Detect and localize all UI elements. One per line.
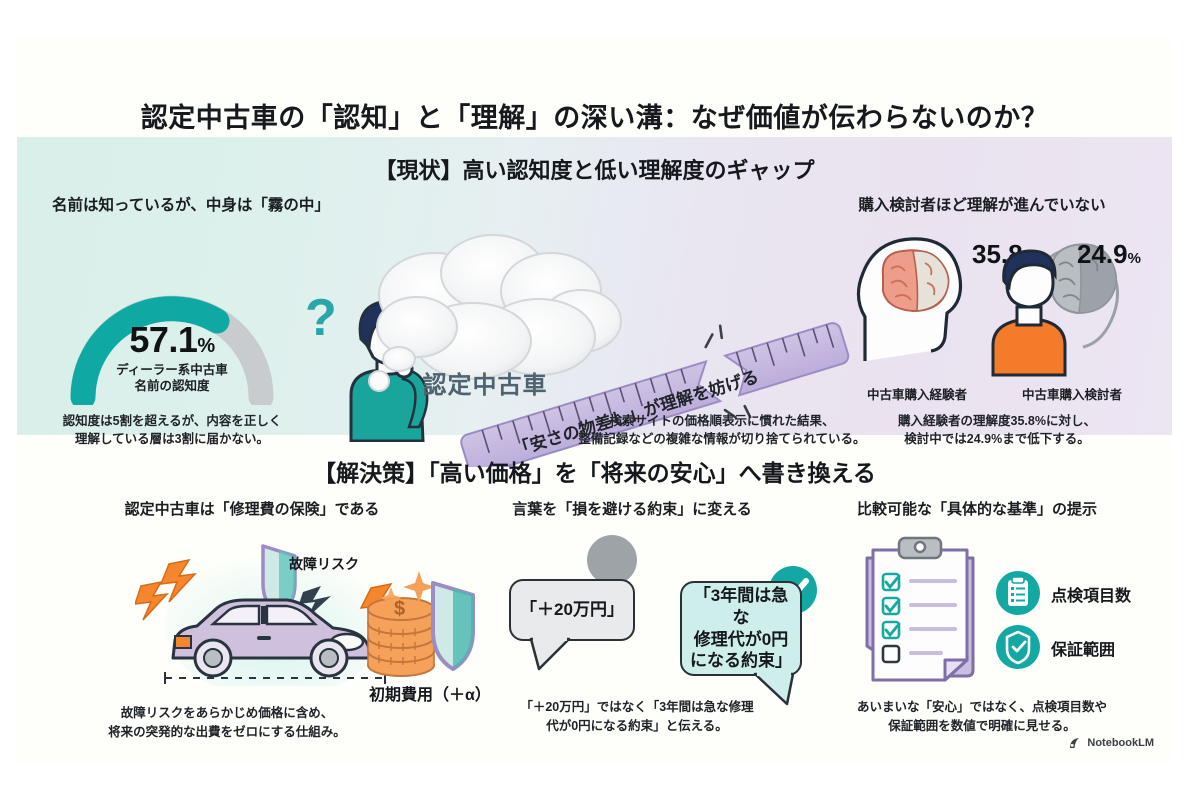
svg-text:$: $ <box>394 598 405 620</box>
initial-cost-label: 初期費用（＋α） <box>369 687 491 704</box>
ruler-caption-line1: 検索サイトの価格順表示に慣れた結果、 <box>609 414 835 428</box>
gauge-label-line2: 名前の認知度 <box>134 379 210 394</box>
solution-heading: 【解決策】「高い価格」を「将来の安心」へ書き換える <box>313 460 876 486</box>
checklist-badge-icon <box>996 571 1040 615</box>
gauge-percent-sign: % <box>197 335 215 357</box>
col1-caption-line1: 故障リスクをあらかじめ価格に含め、 <box>120 706 334 720</box>
coins-and-shield-icon: $ <box>367 571 475 677</box>
current-state-panel: 【現状】高い認知度と低い理解度のギャップ 名前は知っているが、中身は「霧の中」 … <box>17 137 1172 467</box>
current-state-heading: 【現状】高い認知度と低い理解度のギャップ <box>374 158 815 183</box>
gauge-label-line1: ディーラー系中古車 <box>116 363 228 377</box>
gauge-number: 57.1 <box>129 319 198 360</box>
notebooklm-footer: NotebookLM <box>1068 736 1154 750</box>
label-experienced: 中古車購入経験者 <box>866 388 967 402</box>
ruler-caption-line2: 整備記録などの複雑な情報が切り捨てられている。 <box>578 432 866 447</box>
understanding-caption-line2: 検討中では24.9%まで低下する。 <box>904 432 1090 447</box>
understanding-subhead: 購入検討者ほど理解が進んでいない <box>858 197 1106 214</box>
car-with-shield-icon <box>135 544 400 686</box>
col3-caption-line1: あいまいな「安心」ではなく、点検項目数や <box>856 700 1107 714</box>
badge-warranty-label: 保証範囲 <box>1051 642 1116 659</box>
head-with-brain-icon <box>856 237 963 361</box>
gauge-arc <box>70 295 274 405</box>
col3-caption-line2: 保証範囲を数値で明確に見せる。 <box>888 718 1076 733</box>
awareness-caption: 認知度は5割を超えるが、内容を正しく 理解している層は3割に届かない。 <box>47 412 297 448</box>
grey-dot-icon <box>587 535 637 585</box>
page-title: 認定中古車の「認知」と「理解」の深い溝：なぜ価値が伝わらないのか？ <box>140 103 1049 133</box>
warranty-badge-icon <box>996 625 1040 669</box>
col2-caption-line1: 「＋20万円」ではなく「3年間は急な修理 <box>520 700 754 714</box>
notebooklm-brand-text: NotebookLM <box>1087 737 1154 749</box>
percent-considering: 24.9% <box>1077 239 1141 270</box>
bubble-promise-framing: 「3年間は急な 修理代が0円 になる約束」 <box>680 581 802 676</box>
risk-label: 故障リスク <box>289 556 359 572</box>
badge-inspection-label: 点検項目数 <box>1051 588 1132 605</box>
col2-caption-line2: 代が0円になる約束」と伝える。 <box>546 718 728 733</box>
col1-caption-line2: 将来の突発的な出費をゼロにする仕組み。 <box>108 724 346 739</box>
solution-col3-caption: あいまいな「安心」ではなく、点検項目数や 保証範囲を数値で明確に見せる。 <box>812 698 1152 736</box>
bubble-good-line3: になる約束」 <box>690 651 792 671</box>
notebooklm-logo-icon <box>1070 738 1080 748</box>
percent-considering-unit: % <box>1127 250 1141 267</box>
broken-ruler-icon <box>460 322 850 467</box>
clipboard-checklist-icon <box>865 536 975 682</box>
gauge-label: ディーラー系中古車 名前の認知度 <box>57 362 287 395</box>
poster-page: 認定中古車の「認知」と「理解」の深い溝：なぜ価値が伝わらないのか？ 【現状】高い… <box>17 36 1172 764</box>
bubble-good-line1: 「3年間は急な <box>693 586 789 627</box>
bubble-grey-tail <box>529 637 571 671</box>
thought-cloud-text: 認定中古車 <box>422 372 548 399</box>
understanding-caption-line1: 購入経験者の理解度35.8%に対し、 <box>898 414 1096 428</box>
percent-considering-value: 24.9 <box>1077 239 1128 269</box>
solution-col1-caption: 故障リスクをあらかじめ価格に含め、 将来の突発的な出費をゼロにする仕組み。 <box>42 704 412 742</box>
understanding-caption: 購入経験者の理解度35.8%に対し、 検討中では24.9%まで低下する。 <box>847 412 1147 448</box>
ruler-caption: 検索サイトの価格順表示に慣れた結果、 整備記録などの複雑な情報が切り捨てられてい… <box>557 412 887 448</box>
gauge-value: 57.1% <box>57 319 287 361</box>
thought-cloud-icon <box>368 234 622 392</box>
awareness-subhead: 名前は知っているが、中身は「霧の中」 <box>52 197 330 214</box>
bubble-good-line2: 修理代が0円 <box>693 629 789 649</box>
solution-col3-head: 比較可能な「具体的な基準」の提示 <box>856 501 1097 518</box>
label-considering: 中古車購入検討者 <box>1021 388 1122 402</box>
awareness-caption-line1: 認知度は5割を超えるが、内容を正しく <box>62 414 282 428</box>
awareness-caption-line2: 理解している層は3割に届かない。 <box>74 432 270 447</box>
solution-col2-head: 言葉を「損を避ける約束」に変える <box>512 501 752 518</box>
bubble-price-framing: 「＋20万円」 <box>509 579 635 641</box>
awareness-gauge: 57.1% ディーラー系中古車 名前の認知度 <box>57 265 287 405</box>
svg-text:?: ? <box>305 289 337 347</box>
bubble-teal-tail <box>753 672 795 706</box>
solution-col2-caption: 「＋20万円」ではなく「3年間は急な修理 代が0円になる約束」と伝える。 <box>472 698 802 736</box>
solution-col1-head: 認定中古車は「修理費の保険」である <box>124 501 380 518</box>
person-with-grey-brain-icon <box>991 243 1119 377</box>
